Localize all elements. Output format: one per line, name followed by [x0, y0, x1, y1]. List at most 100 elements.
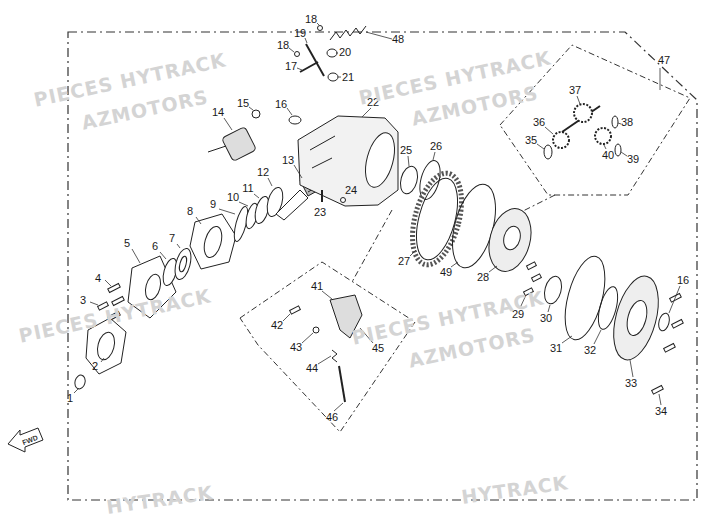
callout-number: 38: [621, 117, 633, 128]
part-shape: [201, 224, 225, 259]
part-shape: [482, 204, 537, 276]
leader-line: [334, 403, 343, 411]
callout-number: 43: [290, 342, 302, 353]
leader-line: [604, 145, 606, 149]
callout-number: 34: [655, 406, 667, 417]
leader-line: [224, 118, 232, 130]
watermark: HYTRACK: [460, 473, 569, 507]
part-shape: [624, 298, 651, 337]
part-shape: [672, 319, 684, 328]
callout-number: 1: [67, 393, 73, 404]
leader-line: [338, 77, 341, 78]
part-shape: [612, 116, 618, 128]
parts: [8, 26, 683, 453]
leader-line: [287, 108, 292, 115]
leader-line: [132, 249, 140, 263]
part-shape: [318, 26, 323, 31]
leader-line: [548, 305, 550, 312]
part-shape: [330, 26, 366, 40]
callout-number: 36: [533, 117, 545, 128]
watermark: PIECES HYTRACK: [17, 286, 212, 345]
group-outlines: [68, 32, 697, 500]
part-shape: [313, 327, 319, 333]
leader-line: [562, 336, 572, 343]
callout-number: 33: [625, 378, 637, 389]
callout-number: 41: [311, 281, 323, 292]
part-shape: [339, 366, 345, 402]
callout-number: 44: [306, 363, 318, 374]
callout-number: 49: [440, 267, 452, 278]
callout-number: 46: [326, 412, 338, 423]
callout-number: 3: [80, 295, 86, 306]
leader-line: [545, 127, 553, 134]
callout-number: 23: [314, 207, 326, 218]
callout-number: 16: [275, 99, 287, 110]
callout-number: 31: [550, 343, 562, 354]
leader-line: [408, 156, 409, 166]
part-shape: [300, 62, 318, 72]
leader-line: [660, 68, 661, 90]
callout-number: 5: [124, 238, 130, 249]
part-shape: [190, 214, 236, 269]
callout-number: 17: [285, 61, 297, 72]
leader-line: [239, 202, 248, 206]
watermark: HYTRACK: [105, 483, 214, 517]
part-shape: [222, 127, 257, 162]
leader-line: [289, 48, 294, 52]
part-shape: [321, 190, 323, 202]
part-shape: [657, 312, 671, 332]
callout-number: 2: [92, 361, 98, 372]
part-shape: [8, 428, 43, 452]
part-shape: [527, 262, 537, 270]
callout-number: 26: [430, 141, 442, 152]
leader-line: [318, 356, 331, 364]
callout-number: 48: [392, 34, 404, 45]
leader-line: [618, 123, 621, 124]
part-shape: [398, 164, 421, 195]
part-shape: [327, 49, 337, 57]
leader-line: [366, 32, 392, 39]
callout-number: 19: [294, 28, 306, 39]
leader-line: [254, 194, 259, 198]
part-shape: [252, 110, 260, 118]
callout-number: 6: [152, 241, 158, 252]
callout-number: 21: [342, 72, 354, 83]
leader-line: [621, 152, 627, 156]
callout-number: 39: [627, 154, 639, 165]
direction-label: FWD: [21, 434, 38, 446]
callout-number: 15: [237, 98, 249, 109]
leader-line: [302, 333, 313, 343]
part-shape: [341, 198, 346, 203]
group-outline: [68, 32, 697, 500]
part-shape: [532, 274, 542, 282]
callout-number: 12: [257, 167, 269, 178]
callout-number: 37: [569, 85, 581, 96]
leader-line: [659, 394, 661, 405]
part-shape: [208, 146, 226, 152]
part-shape: [276, 190, 308, 220]
callout-number: 9: [210, 199, 216, 210]
callout-number: 16: [677, 275, 689, 286]
part-shape: [73, 374, 86, 390]
leader-line: [669, 286, 680, 313]
callout-number: 28: [477, 272, 489, 283]
callout-number: 32: [584, 345, 596, 356]
group-outline: [352, 210, 392, 282]
leader-line: [489, 266, 497, 272]
leader-line: [410, 250, 416, 256]
leader-line: [177, 244, 180, 248]
leader-line: [305, 38, 307, 43]
callout-number: 42: [271, 320, 283, 331]
leader-line: [268, 178, 272, 186]
callout-number: 40: [602, 150, 614, 161]
leader-line: [594, 330, 601, 344]
callout-number: 18: [305, 14, 317, 25]
part-shape: [501, 224, 523, 251]
leader-line: [219, 209, 235, 214]
leader-line: [74, 388, 79, 393]
part-shape: [178, 255, 188, 272]
callout-number: 47: [658, 55, 670, 66]
callout-number: 45: [372, 343, 384, 354]
callout-number: 13: [282, 155, 294, 166]
part-shape: [306, 44, 324, 76]
